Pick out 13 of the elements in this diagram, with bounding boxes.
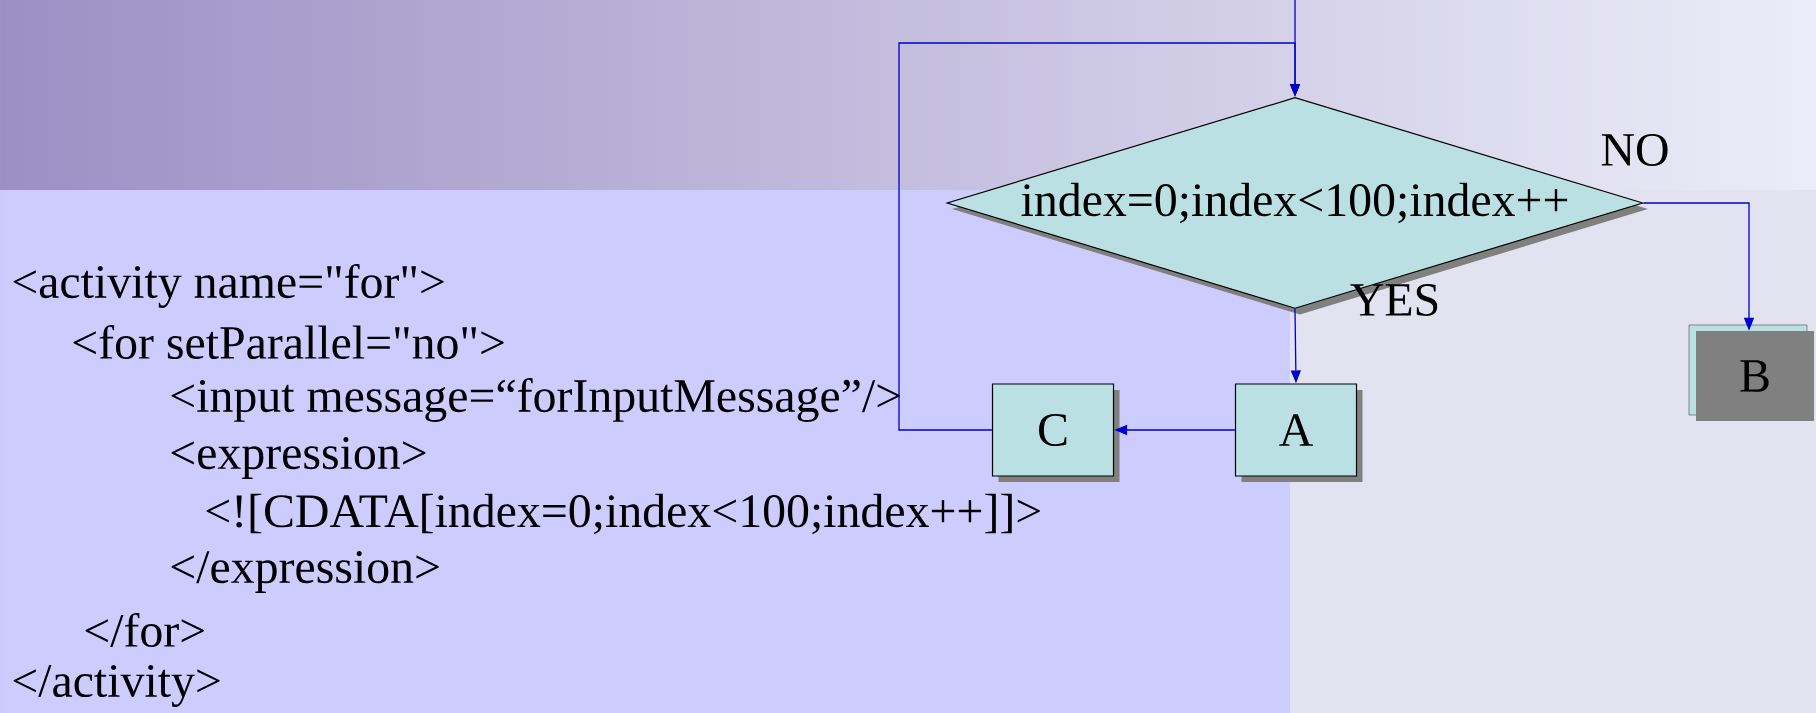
code-line: <for setParallel="no">: [73, 324, 504, 360]
code-line: </for>: [85, 612, 204, 648]
arrow: [898, 42, 1301, 431]
process-box: A: [1234, 383, 1363, 482]
code-line: <![CDATA[index=0;index<100;index++]]>: [206, 493, 1040, 535]
code-line: </expression>: [171, 551, 439, 593]
process-box: B: [1688, 324, 1814, 421]
code-line: <input message=“forInputMessage”/>: [171, 378, 900, 422]
edge-label: YES: [1350, 283, 1438, 317]
process-box: C: [991, 383, 1120, 482]
code-line: <expression>: [171, 437, 426, 479]
code-line: <activity name="for">: [13, 264, 444, 308]
code-line: </activity>: [13, 665, 220, 707]
